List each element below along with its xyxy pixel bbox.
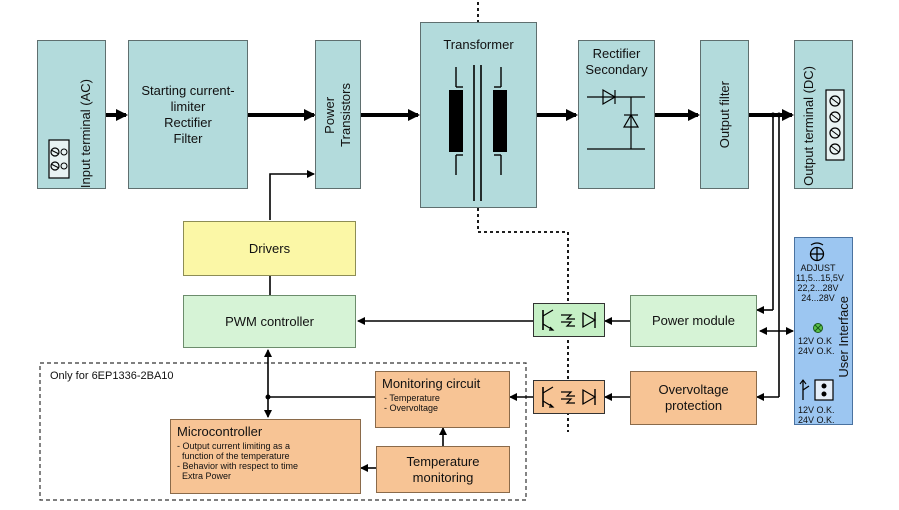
monitoring-circuit-block: Monitoring circuit - Temperature - Overv… [375,371,510,428]
power-transistors-block: Power Transistors [315,40,361,189]
microcontroller-title: Microcontroller [177,424,263,439]
adjust-ranges: 11,5...15,5V 22,2...28V 24...28V [796,273,844,303]
isolation-line-mid [477,208,569,432]
transformer-label: Transformer [443,37,514,52]
model-specific-region [39,362,527,501]
transformer-symbol-icon [449,65,507,201]
pwm-controller-block: PWM controller [183,295,356,348]
led-status-labels: 12V O.K 24V O.K. [798,336,835,356]
output-filter-block: Output filter [700,40,749,189]
optocoupler-block [533,380,605,414]
temperature-monitoring-block: Temperature monitoring [376,446,510,493]
optocoupler-icon [542,309,597,331]
transformer-block: Transformer [420,22,537,208]
power-transistors-label: Power Transistors [322,82,353,147]
diode-rectifier-icon [587,88,645,150]
signal-relay-icon [799,379,834,401]
adjust-potentiometer-icon [809,242,825,262]
junction-dot [770,112,776,118]
output-terminal-icon [825,89,845,161]
drivers-to-transistors-arrow [269,170,315,220]
status-led-icon [813,323,823,333]
power-module-block: Power module [630,295,757,347]
input-terminal-block: Input terminal (AC) [37,40,106,189]
input-terminal-label: Input terminal (AC) [78,79,93,189]
rectifier-secondary-label: Rectifier Secondary [585,46,648,77]
microcontroller-items: - Output current limiting as a function … [177,441,299,481]
optocoupler-icon [542,386,597,408]
region-note: Only for 6EP1336-2BA10 [50,370,174,382]
output-terminal-block: Output terminal (DC) [794,40,853,189]
junction-dot [776,112,782,118]
optocoupler-block [533,303,605,337]
terminal-icon [48,139,70,179]
adjust-label: ADJUST [800,263,836,273]
output-terminal-label: Output terminal (DC) [801,66,816,186]
user-interface-label: User Interface [836,296,851,378]
user-interface-panel: ADJUST 11,5...15,5V 22,2...28V 24...28V … [794,237,853,425]
rectifier-secondary-block: Rectifier Secondary [578,40,655,189]
overvoltage-protection-block: Overvoltage protection [630,371,757,425]
monitoring-circuit-items: - Temperature - Overvoltage [384,393,440,413]
relay-status-labels: 12V O.K. 24V O.K. [798,405,835,425]
microcontroller-block: Microcontroller - Output current limitin… [170,419,361,494]
output-filter-label: Output filter [716,80,732,149]
monitoring-circuit-title: Monitoring circuit [382,376,481,391]
starting-current-limiter-block: Starting current- limiter Rectifier Filt… [128,40,248,189]
junction-dot [265,394,271,400]
drivers-block: Drivers [183,221,356,276]
